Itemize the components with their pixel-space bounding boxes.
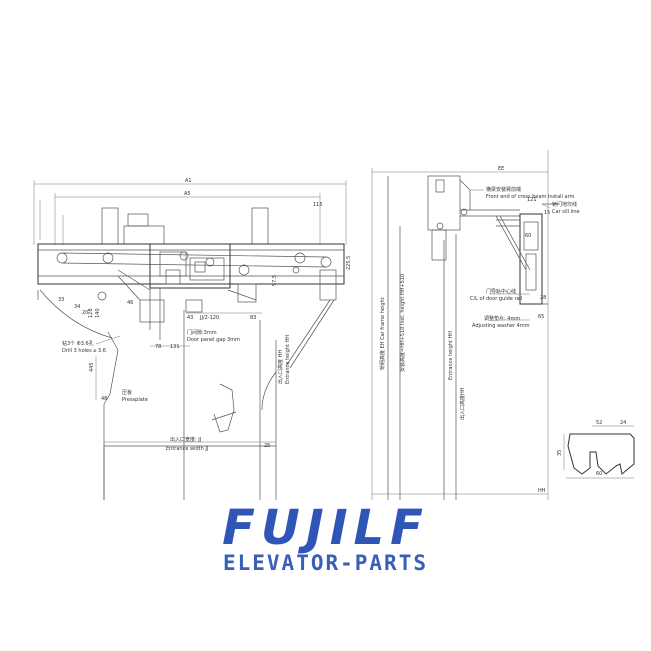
dim-25: 25	[264, 443, 270, 449]
dim-445: 445	[89, 362, 95, 372]
presplate-cn: 压板	[122, 389, 132, 396]
dim-128: 128	[88, 308, 94, 318]
door-gap-cn: 门间隙:3mm	[187, 329, 217, 336]
install-height: 安装高度=HH+510 Inst. height HH+510	[399, 274, 406, 372]
dim-60b: 60	[596, 471, 602, 477]
dim-225-5: 225.5	[346, 256, 352, 270]
dim-33: 33	[58, 297, 64, 303]
dim-65: 65	[538, 314, 544, 320]
front-view: A1 A5 115	[33, 178, 352, 500]
presplate-en: Pressplate	[122, 397, 148, 403]
drill-en: Drill 3 holes ⌀ 3.6	[62, 348, 106, 354]
brand-subtitle: ELEVATOR-PARTS	[222, 551, 428, 575]
dim-a1: A1	[185, 178, 192, 184]
dim-hh: HH	[538, 488, 546, 494]
entrance-height-cn: 出入口高度 HH	[277, 350, 284, 384]
crossbeam-en: Front end of cross beam install arm	[486, 194, 575, 200]
dim-57-5: 57.5	[272, 275, 278, 286]
drill-cn: 钻3个 Φ3.6孔	[62, 340, 94, 347]
dim-28: 28	[540, 295, 546, 301]
sill-cn: 轿门地坎线	[552, 201, 577, 208]
fujilf-logo: FUJILF	[222, 500, 429, 556]
dim-83: 83	[250, 315, 256, 321]
dim-121: 121	[527, 197, 537, 203]
dim-52: 52	[596, 420, 602, 426]
dim-43: 43	[187, 315, 193, 321]
sill-en: Car sill line	[552, 209, 580, 215]
crossbeam-cn: 横梁安装臂前端	[486, 186, 521, 193]
entrance-width-cn: 出入口宽度: JJ	[170, 436, 201, 443]
dim-ee: EE	[498, 166, 504, 172]
washer-cn: 调整垫片: 4mm	[484, 315, 520, 322]
dim-20: 20	[82, 310, 88, 316]
dim-a5: A5	[184, 191, 191, 197]
dim-24: 24	[620, 420, 626, 426]
dim-35: 35	[557, 450, 563, 456]
sill-profile-detail: 52 24 35 60	[557, 420, 635, 479]
dim-131: 131	[170, 344, 180, 350]
dim-46: 46	[127, 300, 133, 306]
dim-78: 78	[155, 344, 161, 350]
dim-115: 115	[313, 202, 323, 208]
washer-en: Adjusting washer 4mm	[472, 323, 530, 329]
guide-en: C/L of door guide rail	[470, 296, 522, 302]
entrance-height-en: Entrance height HH	[285, 335, 291, 384]
dim-140: 140	[95, 308, 101, 318]
entrance-height-en-side: Entrance height HH	[448, 331, 454, 380]
dim-60: 60	[525, 233, 531, 239]
dim-34: 34	[74, 304, 80, 310]
door-gap-en: Door panel gap 3mm	[187, 337, 240, 343]
entrance-height-cn-side: 出入口高度HH	[459, 387, 466, 420]
dim-jj2-120: JJ/2-120	[199, 315, 219, 321]
entrance-width-en: Entrance width JJ	[166, 446, 208, 452]
dim-15: 15	[544, 210, 550, 216]
guide-cn: 门导轨中心线	[486, 288, 516, 295]
side-view: EE 121 15 60 28 65 横梁安装臂前端	[371, 150, 635, 500]
frame-height: 轿厢高度 EH Car frame height	[379, 297, 386, 370]
dim-48: 48	[101, 396, 107, 402]
